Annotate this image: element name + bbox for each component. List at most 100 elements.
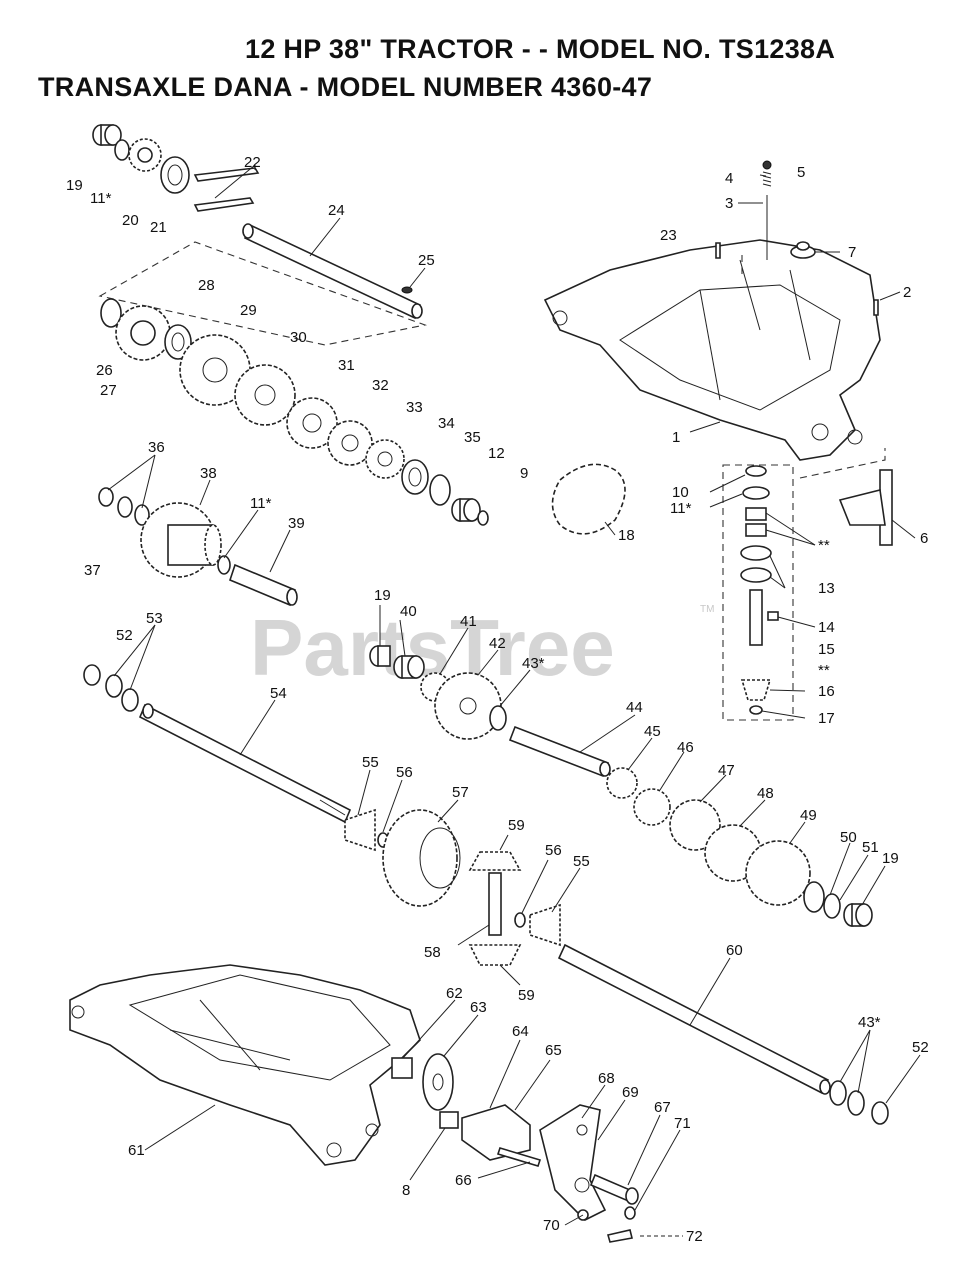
part-35-washer[interactable] xyxy=(429,474,451,506)
part-43-washer-b[interactable] xyxy=(829,1080,847,1106)
part-33-gear[interactable] xyxy=(365,439,405,479)
callout: 28 xyxy=(198,277,215,294)
part-25-pin[interactable] xyxy=(401,286,413,294)
part-63-disc[interactable] xyxy=(422,1053,454,1111)
part-53-washer-b[interactable] xyxy=(121,688,139,712)
part-58-pin[interactable] xyxy=(488,872,502,936)
part-44-shaft[interactable] xyxy=(508,725,611,778)
part-26-ring[interactable] xyxy=(100,298,122,328)
part-43-washer[interactable] xyxy=(489,705,507,731)
callout: 36 xyxy=(148,439,165,456)
part-6-shift-lever[interactable] xyxy=(799,448,893,546)
part-16-bevel-gear[interactable] xyxy=(740,679,772,701)
part-9-ring[interactable] xyxy=(477,510,489,526)
part-71-nut[interactable] xyxy=(624,1206,636,1220)
callout: 60 xyxy=(726,942,743,959)
part-42-gear[interactable] xyxy=(434,672,502,740)
part-50-washer[interactable] xyxy=(803,881,825,913)
callout: 50 xyxy=(840,829,857,846)
callout: 35 xyxy=(464,429,481,446)
callout: 38 xyxy=(200,465,217,482)
part-32-gear[interactable] xyxy=(327,420,373,466)
part-54-axle[interactable] xyxy=(138,703,352,824)
part-57-ring-gear[interactable] xyxy=(382,809,461,907)
callout: 53 xyxy=(146,610,163,627)
part-7-cap[interactable] xyxy=(790,241,816,259)
part-13-washer-a[interactable] xyxy=(740,545,772,561)
part-66-pin[interactable] xyxy=(496,1147,542,1167)
part-40-bushing[interactable] xyxy=(393,655,425,679)
callout: 37 xyxy=(84,562,101,579)
part-15-shaft[interactable] xyxy=(749,589,779,646)
part-55-bevel-gear-a[interactable] xyxy=(344,808,376,852)
part-47-gear[interactable] xyxy=(669,799,721,851)
part-37-washer[interactable] xyxy=(117,496,133,518)
part-11-washer[interactable] xyxy=(114,139,130,161)
part-55-bevel-gear-b[interactable] xyxy=(529,903,561,947)
callout: 61 xyxy=(128,1142,145,1159)
part-19-bushing-b[interactable] xyxy=(369,645,391,667)
part-64-caliper[interactable] xyxy=(461,1104,531,1161)
part-13-washer-b[interactable] xyxy=(740,567,772,583)
part-36-washer-b[interactable] xyxy=(134,504,150,526)
part-56-washer-b[interactable] xyxy=(514,912,526,928)
part-34-bearing[interactable] xyxy=(401,459,429,495)
part-28-bearing[interactable] xyxy=(164,324,192,360)
part-19-bushing-c[interactable] xyxy=(843,903,873,927)
part-31-gear[interactable] xyxy=(286,397,338,449)
part-18-chain[interactable] xyxy=(551,463,626,535)
callout: 33 xyxy=(406,399,423,416)
part-46-gear[interactable] xyxy=(633,788,671,826)
diagram-subtitle: TRANSAXLE DANA - MODEL NUMBER 4360-47 xyxy=(38,72,653,102)
part-bearing-stack[interactable] xyxy=(745,507,767,537)
callout: 13 xyxy=(818,580,835,597)
part-45-gear[interactable] xyxy=(606,767,638,799)
part-53-washer-a[interactable] xyxy=(105,674,123,698)
part-24-shaft[interactable] xyxy=(242,223,423,320)
part-59-pinion-a[interactable] xyxy=(468,851,522,871)
part-19-bushing[interactable] xyxy=(92,124,122,146)
part-62-block[interactable] xyxy=(391,1057,413,1079)
part-52-ring[interactable] xyxy=(83,664,101,686)
part-59-pinion-b[interactable] xyxy=(468,944,522,966)
callout: 56 xyxy=(545,842,562,859)
part-20-gear[interactable] xyxy=(128,138,162,172)
part-61-lower-housing[interactable] xyxy=(69,964,421,1166)
part-43-washer-c[interactable] xyxy=(847,1090,865,1116)
part-17-ring[interactable] xyxy=(749,705,763,715)
callout: 43* xyxy=(858,1014,881,1031)
part-39-shaft[interactable] xyxy=(229,563,298,607)
callout: 1 xyxy=(672,429,680,446)
callout: 69 xyxy=(622,1084,639,1101)
part-5-ball[interactable] xyxy=(762,160,772,170)
part-21-seal[interactable] xyxy=(160,156,190,194)
part-22-key[interactable] xyxy=(193,167,260,212)
part-27-sprocket[interactable] xyxy=(115,305,171,361)
part-36-washer-a[interactable] xyxy=(98,487,114,507)
part-23-bolt[interactable] xyxy=(715,242,721,259)
callout: 20 xyxy=(122,212,139,229)
part-68-bracket[interactable] xyxy=(539,1104,607,1221)
part-72-screw[interactable] xyxy=(606,1229,633,1243)
part-52-ring-b[interactable] xyxy=(871,1101,889,1125)
part-8-puck[interactable] xyxy=(439,1111,459,1129)
callout: 18 xyxy=(618,527,635,544)
part-1-upper-housing[interactable] xyxy=(543,239,881,461)
part-11-washer-b[interactable] xyxy=(742,486,770,500)
part-51-washer[interactable] xyxy=(823,893,841,919)
callout: 70 xyxy=(543,1217,560,1234)
part-10-washer[interactable] xyxy=(745,465,767,477)
part-30-gear[interactable] xyxy=(234,364,296,426)
callout: ** xyxy=(818,537,830,554)
part-12-bushing[interactable] xyxy=(451,498,481,522)
part-2-bolt[interactable] xyxy=(873,299,879,316)
part-38-gear-cluster[interactable] xyxy=(140,502,222,578)
callout: 71 xyxy=(674,1115,691,1132)
part-29-gear[interactable] xyxy=(179,334,251,406)
assembly-outline-shift xyxy=(722,464,794,721)
part-4-spring[interactable] xyxy=(762,171,772,187)
part-49-gear[interactable] xyxy=(745,840,811,906)
part-67-bolt[interactable] xyxy=(589,1173,639,1205)
part-11-washer-c[interactable] xyxy=(217,555,231,575)
